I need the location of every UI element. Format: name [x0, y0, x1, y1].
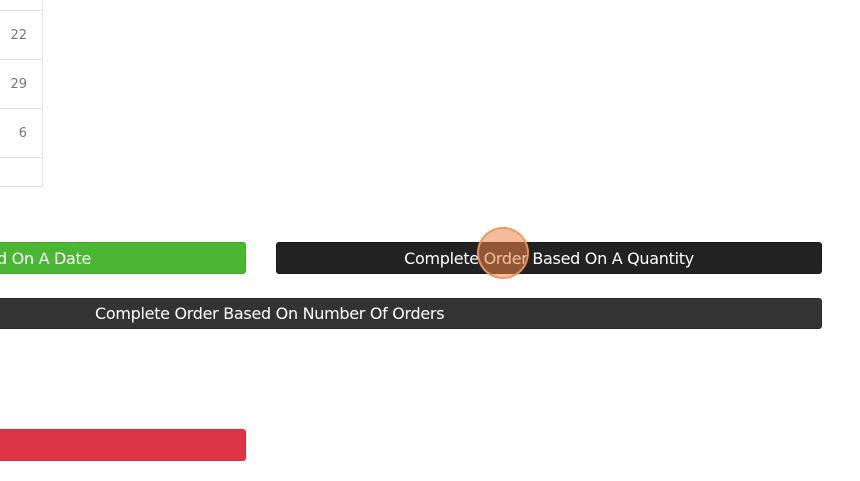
- complete-order-quantity-button[interactable]: Complete Order Based On A Quantity: [276, 242, 822, 274]
- calendar-day-22[interactable]: 22: [0, 11, 42, 60]
- calendar-fragment: 22 29 6: [0, 0, 43, 187]
- calendar-day-29[interactable]: 29: [0, 60, 42, 109]
- complete-order-quantity-label: Complete Order Based On A Quantity: [404, 248, 694, 268]
- calendar-cell: [0, 0, 42, 11]
- complete-order-date-button[interactable]: Complete Order Based On A Date: [0, 242, 246, 274]
- complete-order-date-label: Complete Order Based On A Date: [0, 248, 92, 268]
- calendar-day-6[interactable]: 6: [0, 109, 42, 158]
- red-action-button[interactable]: [0, 429, 246, 461]
- complete-order-number-of-orders-label: Complete Order Based On Number Of Orders: [95, 304, 445, 323]
- complete-order-number-of-orders-button[interactable]: Complete Order Based On Number Of Orders: [0, 298, 822, 329]
- calendar-cell: [0, 158, 42, 186]
